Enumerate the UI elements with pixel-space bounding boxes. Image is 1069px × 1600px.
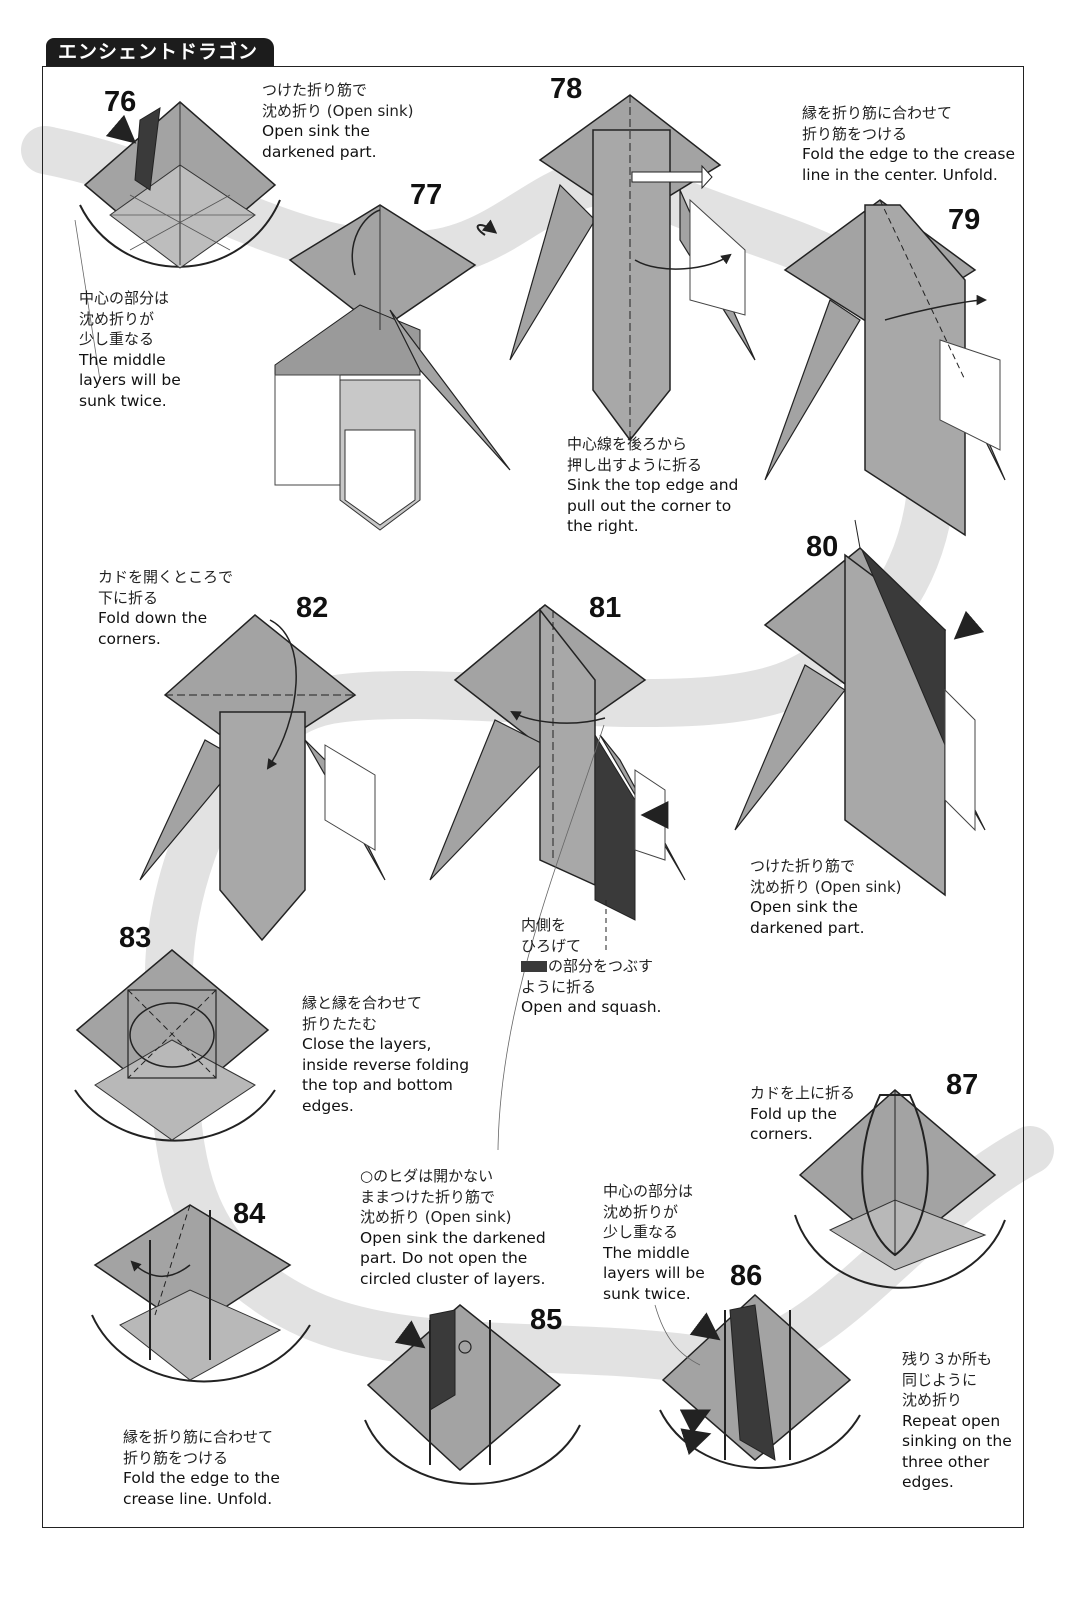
- step-82-note: カドを開くところで 下に折る Fold down the corners.: [98, 568, 234, 648]
- step-79-note: 縁を折り筋に合わせて 折り筋をつける Fold the edge to the …: [802, 104, 1016, 184]
- step-number: 76: [104, 86, 137, 118]
- step-78-figure: [509, 94, 756, 442]
- step-number: 85: [530, 1304, 563, 1336]
- step-76-side-note: 中心の部分は 沈め折りが 少し重なる The middle layers wil…: [79, 289, 181, 410]
- step-86-note: 中心の部分は 沈め折りが 少し重なる The middle layers wil…: [603, 1182, 705, 1303]
- step-number: 80: [806, 531, 839, 563]
- step-number: 84: [233, 1198, 266, 1230]
- step-84-note: 縁を折り筋に合わせて 折り筋をつける Fold the edge to the …: [123, 1428, 280, 1508]
- darkened-swatch: [521, 961, 547, 972]
- step-76-figure: [79, 101, 281, 269]
- page-frame: [42, 66, 1024, 1528]
- step-87-figure: [794, 1089, 1006, 1289]
- step-81-note: 内側を ひろげて の部分をつぶす ように折る Open and squash.: [521, 916, 662, 1016]
- step-85-note: ○のヒダは開かない ままつけた折り筋で 沈め折り (Open sink) Ope…: [360, 1167, 546, 1288]
- step-79-figure: [764, 199, 1006, 537]
- step-number: 86: [730, 1260, 763, 1292]
- step-83-figure: [74, 949, 276, 1142]
- step-83-note: 縁と縁を合わせて 折りたたむ Close the layers, inside …: [302, 994, 470, 1115]
- step-number: 83: [119, 922, 152, 954]
- step-number: 79: [948, 204, 981, 236]
- step-76-note: つけた折り筋で 沈め折り (Open sink) Open sink the d…: [262, 81, 414, 161]
- step-78-note: 中心線を後ろから 押し出すように折る Sink the top edge and…: [567, 435, 739, 535]
- step-86-side-note: 残り３か所も 同じように 沈め折り Repeat open sinking on…: [902, 1350, 1012, 1491]
- step-number: 81: [589, 592, 622, 624]
- step-81-figure: [429, 604, 686, 1151]
- step-number: 78: [550, 73, 583, 105]
- step-84-figure: [91, 1204, 311, 1383]
- step-85-figure: [364, 1304, 581, 1485]
- step-number: 77: [410, 179, 443, 211]
- step-86-figure: [654, 1293, 861, 1470]
- page-title: エンシェントドラゴン: [46, 38, 275, 66]
- step-80-note: つけた折り筋で 沈め折り (Open sink) Open sink the d…: [750, 857, 902, 937]
- step-80-figure: [734, 519, 986, 897]
- step-82-figure: [139, 614, 386, 942]
- step-87-note: カドを上に折る Fold up the corners.: [750, 1084, 856, 1143]
- step-number: 87: [946, 1069, 979, 1101]
- step-number: 82: [296, 592, 329, 624]
- step-77-figure: [274, 204, 511, 531]
